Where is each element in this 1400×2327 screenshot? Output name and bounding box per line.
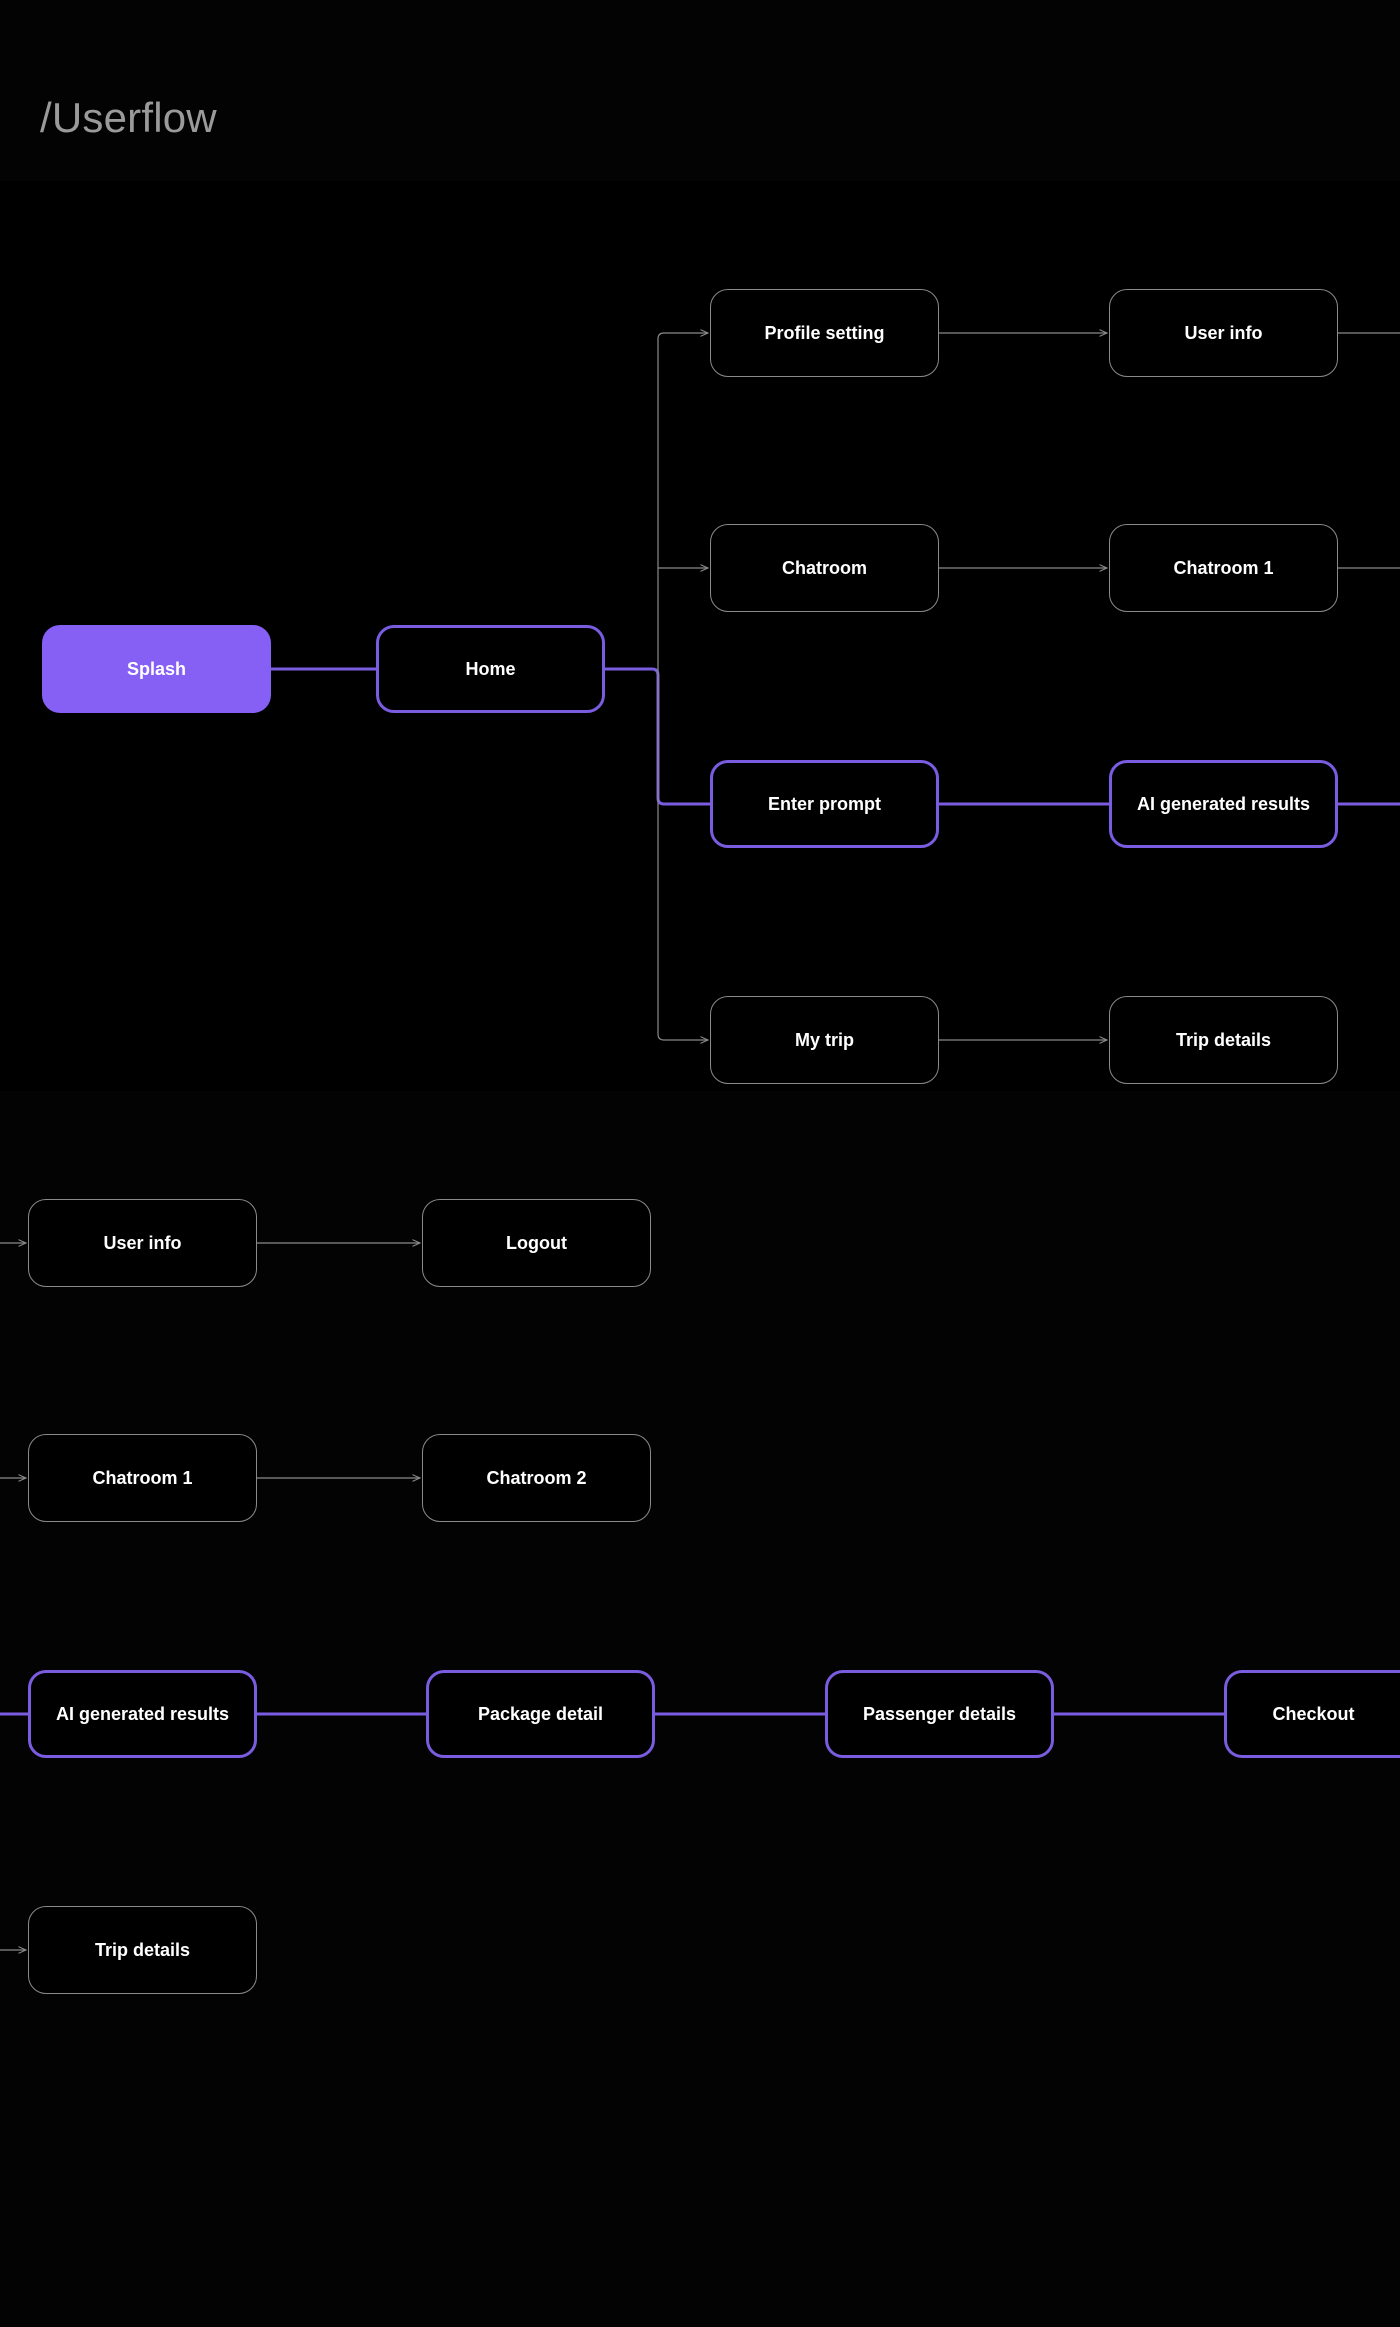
node-checkout[interactable]: Checkout: [1224, 1670, 1400, 1758]
node-chatroom-2[interactable]: Chatroom 2: [422, 1434, 651, 1522]
node-trip-details-cont[interactable]: Trip details: [28, 1906, 257, 1994]
edge-home-my-trip: [657, 1033, 708, 1040]
branch-trunk: [657, 333, 708, 340]
node-chatroom[interactable]: Chatroom: [710, 524, 939, 612]
node-profile-setting[interactable]: Profile setting: [710, 289, 939, 377]
node-my-trip[interactable]: My trip: [710, 996, 939, 1084]
node-user-info-cont[interactable]: User info: [28, 1199, 257, 1287]
node-chatroom-1-cont[interactable]: Chatroom 1: [28, 1434, 257, 1522]
node-home[interactable]: Home: [376, 625, 605, 713]
node-ai-generated-results-cont[interactable]: AI generated results: [28, 1670, 257, 1758]
node-user-info[interactable]: User info: [1109, 289, 1338, 377]
node-ai-generated-results[interactable]: AI generated results: [1109, 760, 1338, 848]
node-logout[interactable]: Logout: [422, 1199, 651, 1287]
node-passenger-details[interactable]: Passenger details: [825, 1670, 1054, 1758]
node-enter-prompt[interactable]: Enter prompt: [710, 760, 939, 848]
node-trip-details[interactable]: Trip details: [1109, 996, 1338, 1084]
node-chatroom-1[interactable]: Chatroom 1: [1109, 524, 1338, 612]
node-splash[interactable]: Splash: [42, 625, 271, 713]
node-package-detail[interactable]: Package detail: [426, 1670, 655, 1758]
page-title: /Userflow: [40, 94, 217, 141]
